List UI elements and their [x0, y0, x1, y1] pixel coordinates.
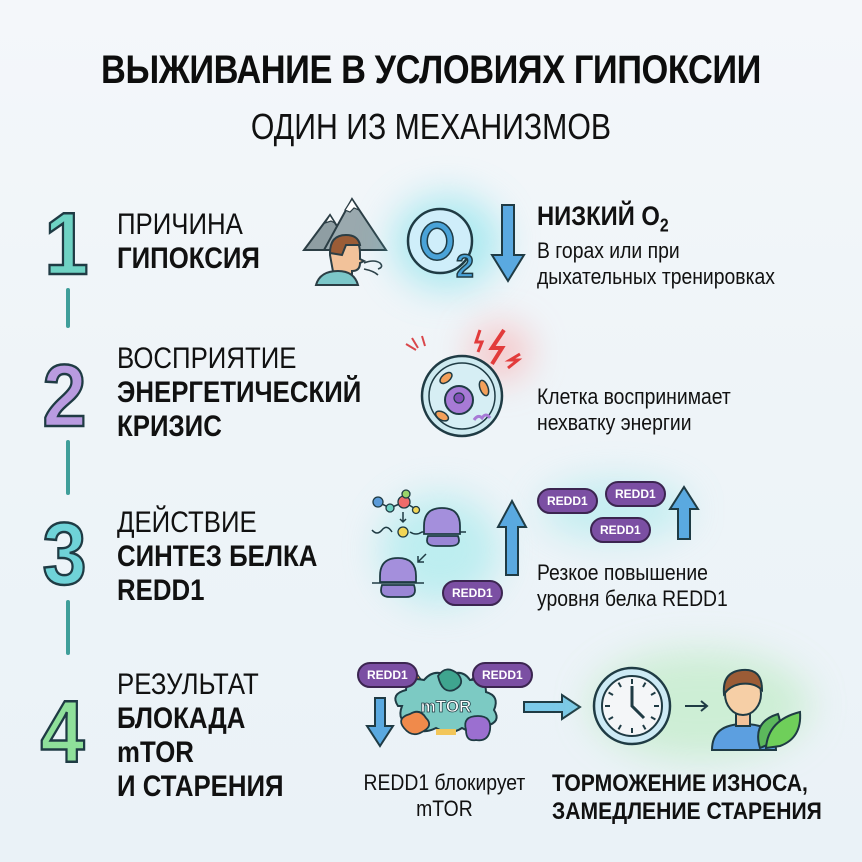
title: ВЫЖИВАНИЕ В УСЛОВИЯХ ГИПОКСИИ	[101, 48, 761, 92]
heading-text: НИЗКИЙ O	[537, 201, 660, 231]
step-number: 1	[43, 194, 89, 293]
down-arrow-icon	[365, 697, 395, 748]
redd1-pill: REDD1	[442, 580, 503, 606]
description-line: Клетка воспринимает	[537, 384, 731, 409]
timeline-connector	[66, 440, 70, 495]
step-label-bold: КРИЗИС	[117, 410, 222, 443]
step-number: 2	[41, 346, 87, 445]
heading-subscript: 2	[659, 215, 669, 236]
step-label: ДЕЙСТВИЕ СИНТЕЗ БЕЛКА REDD1	[117, 506, 317, 608]
step-label-top: ДЕЙСТВИЕ	[117, 506, 257, 539]
up-arrow-icon	[668, 485, 700, 540]
right-arrow-icon	[523, 693, 582, 721]
lightning-icon	[473, 328, 523, 370]
step-label-bold: И СТАРЕНИЯ	[117, 770, 284, 803]
o2-molecule-icon: 2	[406, 207, 475, 285]
down-arrow-icon	[490, 204, 526, 283]
step-label-top: ПРИЧИНА	[117, 208, 243, 241]
step-description: Клетка воспринимает нехватку энергии	[537, 384, 731, 436]
step-label-bold: ГИПОКСИЯ	[117, 242, 260, 275]
result-text: ТОРМОЖЕНИЕ ИЗНОСА, ЗАМЕДЛЕНИЕ СТАРЕНИЯ	[552, 770, 822, 826]
description-line: Резкое повышение	[537, 560, 708, 585]
redd1-pill: REDD1	[605, 481, 666, 507]
caption-line: mTOR	[416, 796, 473, 821]
step-label-bold: mTOR	[117, 736, 194, 769]
small-right-arrow-icon	[685, 700, 709, 712]
step-label: ВОСПРИЯТИЕ ЭНЕРГЕТИЧЕСКИЙ КРИЗИС	[117, 342, 361, 444]
redd1-pill: REDD1	[357, 662, 418, 688]
description-line: дыхательных тренировках	[537, 264, 775, 289]
ribosome-synthesis-icon	[371, 489, 466, 598]
step-label-bold: ЭНЕРГЕТИЧЕСКИЙ	[117, 376, 362, 409]
step-number: 3	[41, 504, 87, 603]
cell-icon	[405, 335, 504, 438]
mountain-breathing-person-icon	[302, 197, 388, 286]
timeline-connector	[66, 600, 70, 655]
redd1-pill: REDD1	[537, 488, 598, 514]
step-number: 4	[39, 682, 85, 781]
step-description: Резкое повышение уровня белка REDD1	[537, 560, 728, 612]
person-leaf-icon	[710, 668, 802, 751]
subtitle: ОДИН ИЗ МЕХАНИЗМОВ	[250, 106, 612, 147]
step-label-top: РЕЗУЛЬТАТ	[117, 668, 259, 701]
result-line: ЗАМЕДЛЕНИЕ СТАРЕНИЯ	[552, 798, 822, 825]
clock-icon	[592, 666, 672, 746]
description-line: В горах или при	[537, 238, 680, 263]
mtor-label: mTOR	[421, 697, 472, 716]
step-description: В горах или при дыхательных тренировках	[537, 238, 775, 290]
step-heading: НИЗКИЙ O2	[537, 200, 669, 241]
result-line: ТОРМОЖЕНИЕ ИЗНОСА,	[552, 770, 808, 797]
step-label-bold: СИНТЕЗ БЕЛКА	[117, 540, 318, 573]
step-label-bold: БЛОКАДА	[117, 702, 246, 735]
timeline-connector	[66, 288, 70, 328]
step-label-top: ВОСПРИЯТИЕ	[117, 342, 297, 375]
description-line: нехватку энергии	[537, 410, 692, 435]
caption-line: REDD1 блокирует	[363, 770, 526, 795]
step-label: ПРИЧИНА ГИПОКСИЯ	[117, 208, 260, 276]
up-arrow-icon	[496, 498, 528, 576]
mtor-caption: REDD1 блокирует mTOR	[352, 770, 537, 822]
step-label: РЕЗУЛЬТАТ БЛОКАДА mTOR И СТАРЕНИЯ	[117, 668, 284, 804]
description-line: уровня белка REDD1	[537, 586, 728, 611]
redd1-pill: REDD1	[472, 662, 533, 688]
svg-text:2: 2	[456, 248, 474, 284]
redd1-pill: REDD1	[590, 517, 651, 543]
step-label-bold: REDD1	[117, 574, 205, 607]
